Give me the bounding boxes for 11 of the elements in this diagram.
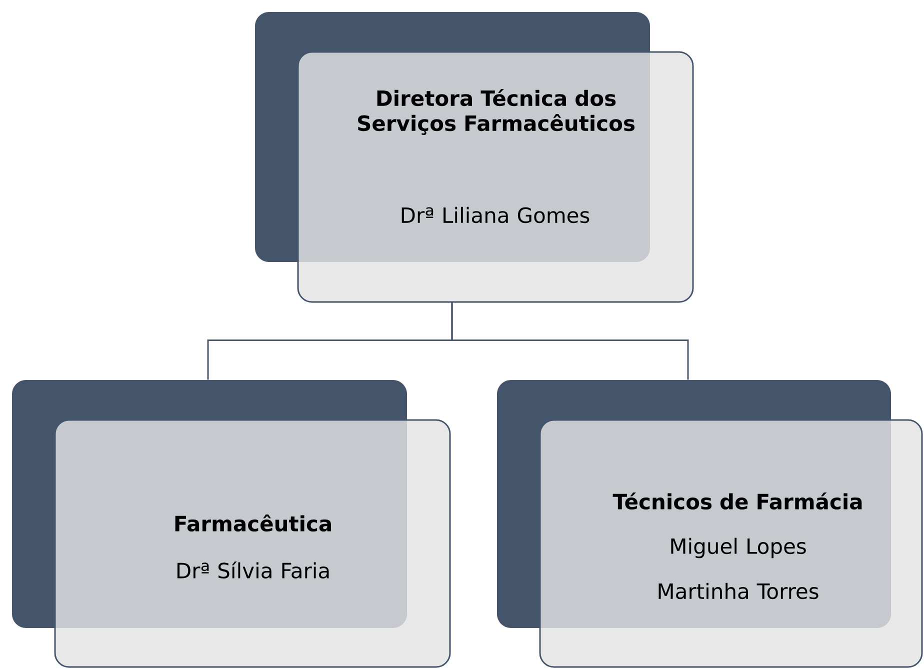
connector-line (451, 302, 689, 380)
person-name: Drª Liliana Gomes (402, 206, 590, 224)
person-name: Drª Sílvia Faria (177, 561, 329, 579)
person-name: Miguel Lopes (671, 538, 806, 558)
org-box (497, 380, 923, 668)
person-name: Martinha Torres (658, 582, 818, 600)
box-heading: Diretora Técnica dos Serviços Farmacêuticos (358, 89, 634, 135)
org-box (12, 380, 451, 668)
box-heading: Técnicos de Farmácia (612, 492, 862, 510)
box-heading: Farmacêutica (175, 514, 331, 532)
org-box (255, 12, 694, 303)
